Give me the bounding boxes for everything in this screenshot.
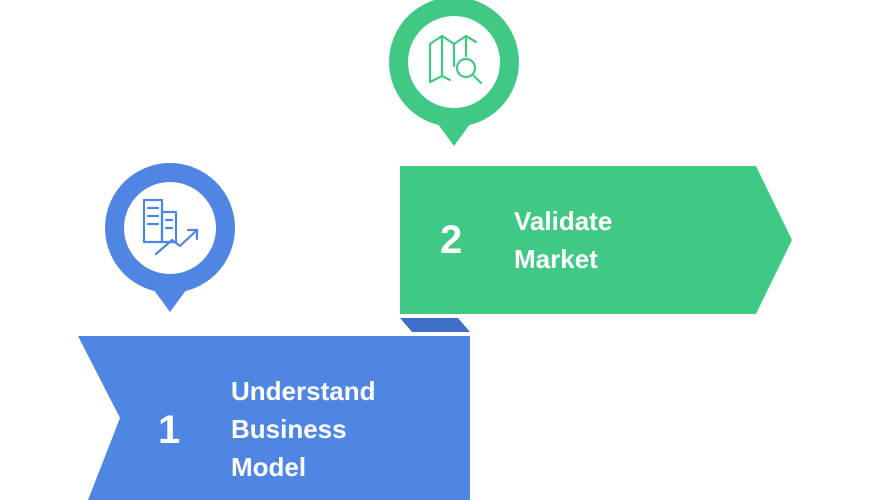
step-2-title-line: Validate: [514, 206, 613, 236]
step-1-number: 1: [158, 408, 181, 452]
building-growth-icon: [142, 198, 199, 256]
step-2-pin: [389, 0, 519, 146]
step-1-title-line: Understand: [231, 376, 376, 406]
step-1-pin: [105, 163, 235, 312]
step-1-title: Understand Business Model: [231, 372, 375, 486]
step-1-title-line: Business: [231, 414, 347, 444]
step-2-title: Validate Market: [514, 202, 612, 278]
step-1-title-line: Model: [231, 452, 307, 482]
map-search-icon: [428, 34, 483, 85]
step-2-number: 2: [440, 218, 463, 262]
step-1-banner: [78, 336, 470, 500]
step-2-banner: [400, 166, 792, 314]
step-2-title-line: Market: [514, 244, 598, 274]
banner-fold: [400, 318, 470, 332]
